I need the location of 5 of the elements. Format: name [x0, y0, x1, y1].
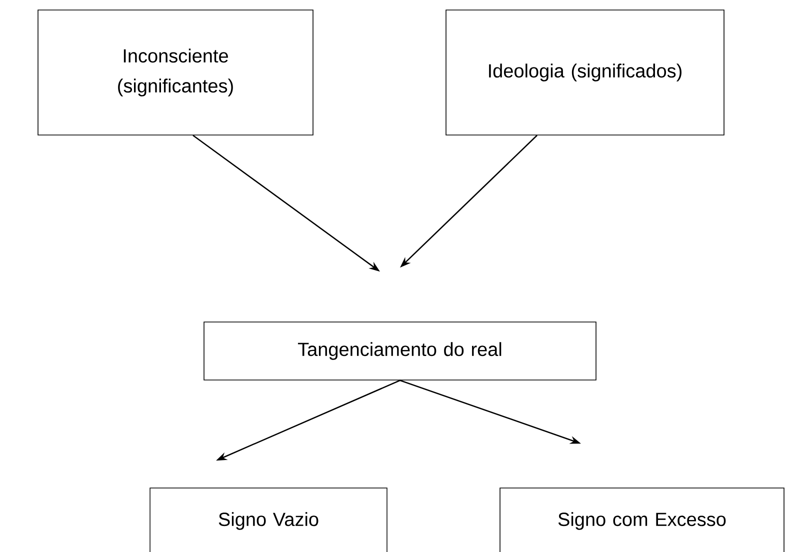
process-box: Ideologia (significados)	[446, 10, 724, 136]
process-box: Tangenciamento do real	[204, 322, 596, 380]
process-box: Signo com Excesso	[500, 488, 784, 552]
process-box: Inconsciente (significantes)	[38, 10, 314, 136]
process-box: Signo Vazio	[150, 488, 388, 552]
